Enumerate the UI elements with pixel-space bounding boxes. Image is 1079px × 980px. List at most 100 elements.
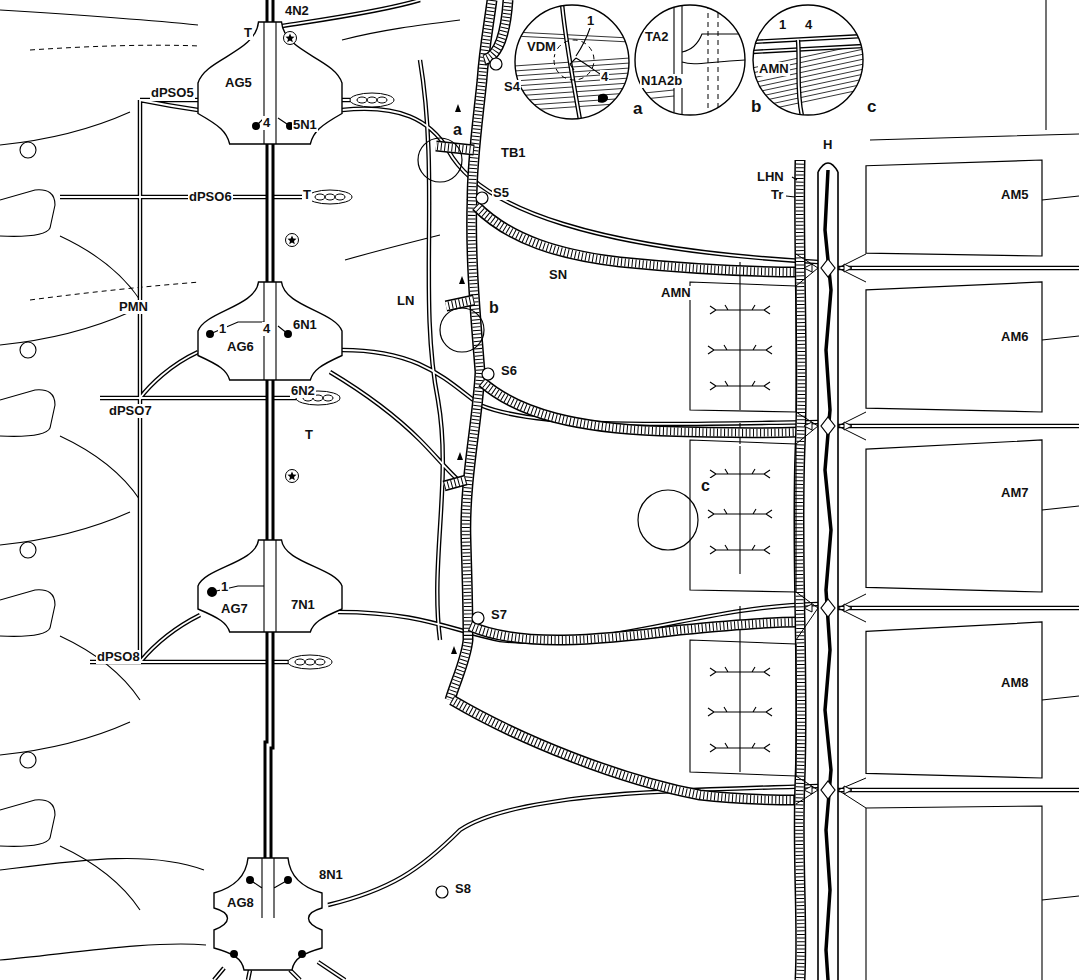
- ganglion-outline: [212, 540, 276, 632]
- anatomy-label: S8: [454, 882, 472, 896]
- heart: [796, 163, 866, 980]
- trachea: [476, 206, 800, 272]
- inset-circle-outline: [634, 4, 746, 116]
- trachea: [476, 206, 800, 272]
- inset-circle-outline: [570, 28, 600, 74]
- inset-letter: a: [632, 100, 643, 118]
- muscle-label: AM7: [1000, 486, 1029, 500]
- spiracle: [436, 886, 448, 898]
- trachea: [482, 382, 800, 433]
- inset-circle-outline: [634, 4, 746, 116]
- callout-number: 1: [778, 18, 787, 32]
- sense-organ: [357, 97, 367, 103]
- anatomy-label: dPSO6: [188, 190, 233, 204]
- ganglion-label: AG5: [224, 76, 253, 90]
- sense-organ: [325, 194, 335, 200]
- anatomy-label: Tr: [770, 188, 784, 202]
- inset-circle: a1VDM4: [514, 4, 630, 120]
- arrowhead: [455, 104, 461, 112]
- connective: [268, 632, 270, 858]
- arrowhead: [457, 452, 463, 460]
- sense-organ: [295, 659, 305, 665]
- trachea: [452, 700, 800, 800]
- muscle-outline: [690, 282, 1042, 980]
- muscle-outline: [690, 0, 1079, 980]
- inset-circle: bTA2N1A2b: [634, 4, 746, 116]
- star-symbol: [286, 234, 299, 247]
- anatomy-label: 1: [220, 580, 229, 594]
- sense-organ: [315, 659, 325, 665]
- connective: [269, 380, 272, 540]
- anatomy-label: S6: [500, 364, 518, 378]
- muscle-band: AM5: [866, 160, 1042, 256]
- ganglion-outline: [286, 34, 295, 43]
- anatomy-label: dPSO8: [96, 650, 141, 664]
- ganglion-outline: [252, 22, 297, 144]
- star-symbol: [286, 234, 299, 247]
- trachea: [482, 382, 800, 433]
- body-outline: [0, 112, 140, 300]
- inset-circle-outline: [515, 5, 629, 119]
- inset-circle-outline: [752, 36, 864, 42]
- anatomy-label: dPSO5: [150, 86, 195, 100]
- muscle-band-outline: [866, 622, 1042, 778]
- body-outline: [0, 722, 140, 910]
- inset-circle-outline: [514, 4, 630, 120]
- star-symbol: [288, 236, 297, 245]
- arrowhead: [451, 646, 457, 654]
- inset-circle-outline: [554, 40, 594, 80]
- anatomy-label: c: [700, 478, 711, 495]
- anatomy-label: 4: [262, 116, 271, 130]
- terminal-ganglion-outline: [204, 858, 332, 970]
- ganglion-outline: [198, 22, 342, 144]
- nerve: [266, 0, 275, 24]
- ganglion-outline: [207, 540, 276, 632]
- body-outline-dashed: [30, 45, 200, 300]
- inset-letter: c: [866, 98, 877, 116]
- trachea: [482, 382, 800, 433]
- star-symbol: [286, 470, 299, 483]
- nerve-label: AMN: [758, 62, 790, 76]
- muscle-outline: [708, 282, 772, 410]
- spiracle: [482, 368, 494, 380]
- sense-organ: [367, 97, 377, 103]
- muscle-band-outline: [866, 440, 1042, 592]
- connective: [268, 632, 270, 858]
- body-outline-dashed: [30, 45, 200, 300]
- inset-circle-outline: [562, 4, 580, 120]
- terminal-ganglion: AG8: [204, 858, 332, 970]
- inset-circle-outline: [634, 90, 674, 100]
- anatomy-label: 6N1: [292, 318, 318, 332]
- connective: [270, 380, 271, 540]
- heart: [796, 254, 866, 808]
- nerve: [60, 0, 1079, 980]
- sense-organ: [315, 194, 325, 200]
- anatomy-label: dPSO7: [108, 404, 153, 418]
- ganglion-outline: [284, 32, 297, 45]
- inset-letter: b: [750, 98, 762, 116]
- ganglion-label: AG6: [226, 340, 255, 354]
- callout-number: 4: [804, 18, 813, 32]
- anatomy-label: T: [302, 188, 312, 202]
- inset-circle-outline: [798, 40, 802, 116]
- muscle-band-outline: [866, 160, 1042, 256]
- nerve: [60, 0, 1079, 980]
- heart: [804, 264, 852, 794]
- anatomy-label: SN: [548, 268, 568, 282]
- connective: [266, 380, 275, 540]
- heart: [818, 163, 838, 980]
- inset-circle-outline: [598, 94, 608, 103]
- anatomy-label: T: [304, 428, 314, 442]
- muscle-label: AM8: [1000, 676, 1029, 690]
- muscle-outline: [708, 446, 772, 574]
- muscle-label: AM5: [1000, 188, 1029, 202]
- detail-circle: [440, 308, 484, 352]
- inset-circle: c14AMN: [752, 4, 864, 116]
- inset-circle-outline: [752, 44, 864, 113]
- muscle-band: AM8: [866, 622, 1042, 778]
- trachea: [470, 622, 800, 640]
- ganglion-outline: [284, 32, 297, 45]
- muscle-band-outline: [866, 440, 1042, 592]
- inset-circle-outline: [674, 4, 682, 116]
- anatomy-label: a: [452, 122, 463, 139]
